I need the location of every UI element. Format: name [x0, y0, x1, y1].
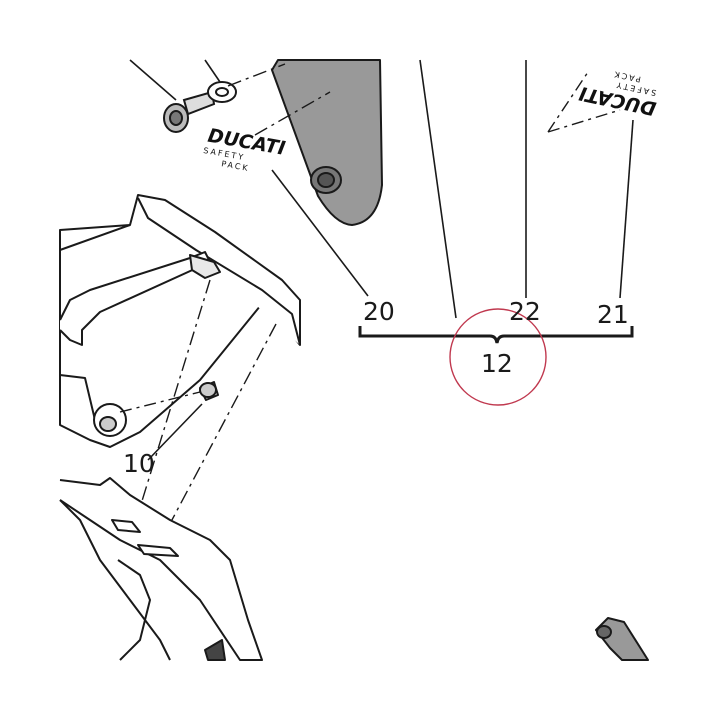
callout-10: 10 — [123, 449, 155, 478]
callout-12: 12 — [481, 349, 513, 378]
callout-21: 21 — [597, 300, 629, 329]
fairing-cover-part — [59, 194, 301, 448]
decal-right: DUCATI SAFETY PACK — [577, 69, 658, 119]
screw-part-upper — [163, 81, 237, 133]
axis-line-washer — [227, 63, 286, 87]
callout-20: 20 — [363, 297, 395, 326]
leader-screw-upper — [129, 59, 177, 101]
highlight-circle — [449, 308, 547, 406]
group-brace-12 — [358, 326, 634, 344]
lower-right-clip-part — [595, 617, 649, 661]
leader-22a — [419, 59, 457, 319]
leader-21 — [619, 119, 634, 299]
axis-line-screw-10 — [119, 391, 201, 413]
leader-20 — [271, 169, 369, 297]
callout-22: 22 — [509, 297, 541, 326]
leader-washer-upper — [204, 59, 221, 83]
gray-bracket-part — [271, 59, 383, 226]
lower-body-panel — [59, 477, 263, 661]
leader-10 — [147, 403, 203, 461]
axis-lines-decal-right — [547, 71, 621, 133]
